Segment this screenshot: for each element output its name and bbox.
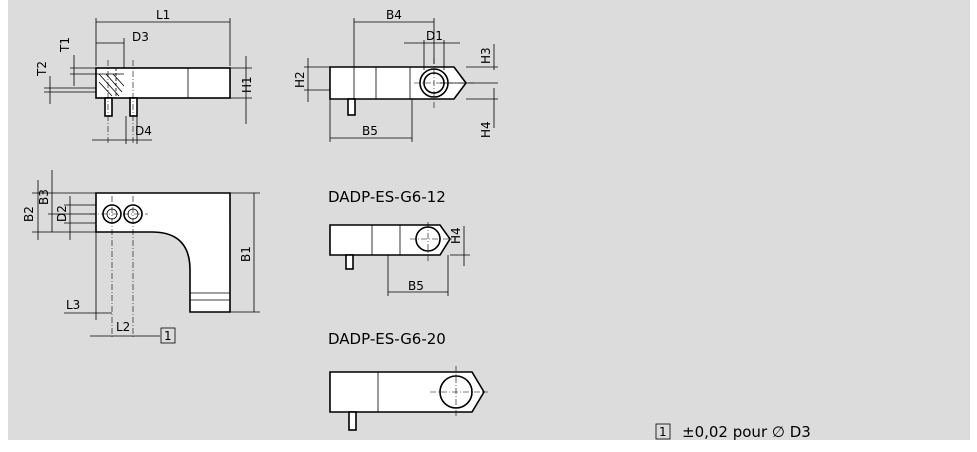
dim-b4-label: B4 xyxy=(386,8,402,22)
dim-l2-label: L2 xyxy=(116,320,130,334)
footnote-marker-box xyxy=(655,423,671,440)
dim-l3-label: L3 xyxy=(66,298,80,312)
side-view-pin-right xyxy=(129,97,138,117)
footnote: 1 ±0,02 pour ∅ D3 xyxy=(655,423,811,441)
dim-h2-label: H2 xyxy=(293,71,307,88)
front-view: B4 D1 H3 H2 H4 B5 xyxy=(293,8,498,142)
variant-12-pin xyxy=(345,254,354,270)
variant-20-caption: DADP-ES-G6-20 xyxy=(328,330,446,348)
dim-d3-label: D3 xyxy=(132,30,149,44)
dim-h1-label: H1 xyxy=(240,76,254,93)
dim-b3-label: B3 xyxy=(37,189,51,205)
side-view-pin-left xyxy=(104,97,113,117)
dim-d2-label: D2 xyxy=(55,205,69,222)
dim-h3-label: H3 xyxy=(479,47,493,64)
footnote-marker-label: 1 xyxy=(659,425,667,439)
dim-b5-label: B5 xyxy=(362,124,378,138)
side-view-hatching xyxy=(98,73,125,97)
dim-b1-label: B1 xyxy=(239,246,253,262)
tolerance-marker-label: 1 xyxy=(164,329,172,343)
dim-d4-label: D4 xyxy=(135,124,152,138)
dim-h4-label: H4 xyxy=(479,121,493,138)
variant-12-caption: DADP-ES-G6-12 xyxy=(328,188,446,206)
footnote-text: ±0,02 pour ∅ D3 xyxy=(682,423,811,441)
side-view-body xyxy=(95,67,231,99)
variant-12-view: DADP-ES-G6-12 H4 B5 xyxy=(328,188,470,296)
dim-d1-label: D1 xyxy=(426,29,443,43)
variant-20-view: DADP-ES-G6-20 xyxy=(328,330,488,431)
dim-t1-label: T1 xyxy=(58,37,72,53)
dim-b5-v12-label: B5 xyxy=(408,279,424,293)
dim-b2-label: B2 xyxy=(22,206,36,222)
dim-h4-v12-label: H4 xyxy=(449,227,463,244)
dim-l1-label: L1 xyxy=(156,8,170,22)
front-view-pin xyxy=(347,98,356,116)
side-view: L1 D3 T1 T2 H1 D4 xyxy=(35,8,254,144)
dim-t2-label: T2 xyxy=(35,61,49,77)
top-view: B2 B3 D2 B1 L3 L2 1 xyxy=(22,170,260,344)
variant-20-pin xyxy=(348,411,357,431)
tolerance-marker-box xyxy=(160,327,176,344)
